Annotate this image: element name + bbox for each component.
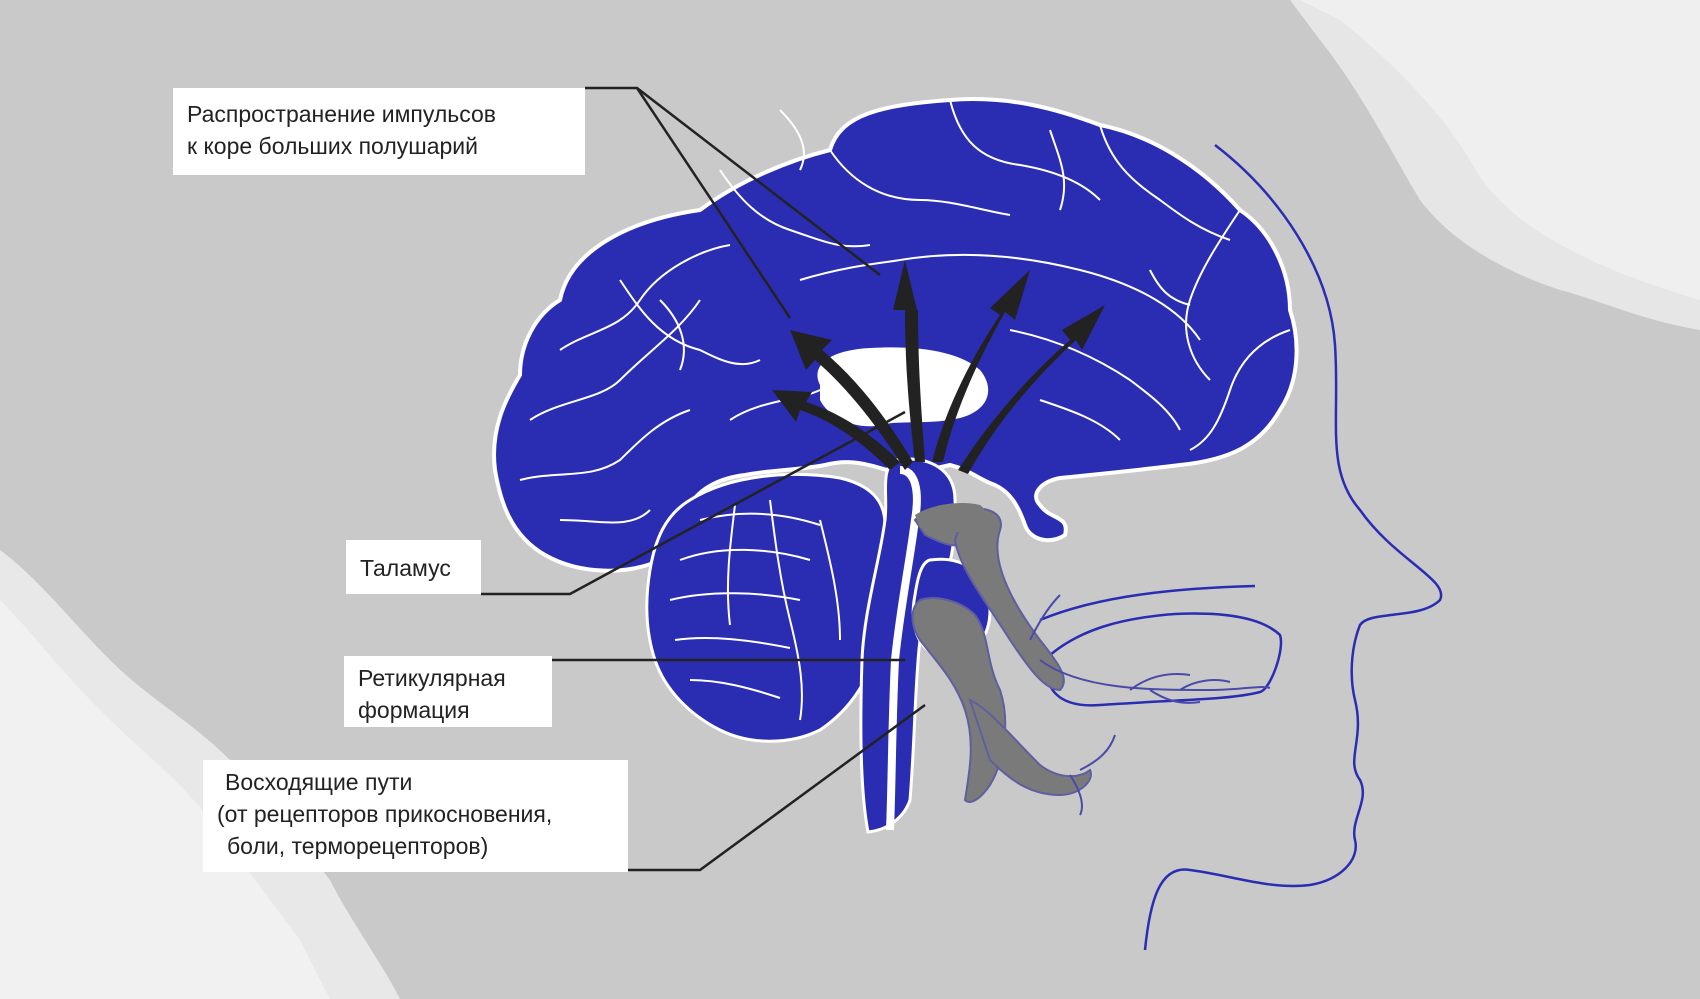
palate-line bbox=[1046, 612, 1283, 707]
cerebellum-folia bbox=[669, 499, 841, 721]
thalamus-shape bbox=[915, 503, 986, 533]
label-ascending-line2: (от рецепторов прикосновения, bbox=[217, 801, 553, 827]
nerve-branches bbox=[1029, 594, 1271, 816]
label-ascending-pathways: Восходящие пути (от рецепторов прикоснов… bbox=[203, 760, 628, 872]
label-cortex-line1: Распространение импульсов bbox=[187, 101, 497, 127]
label-ascending-line1: Восходящие пути bbox=[225, 769, 413, 795]
nasal-line bbox=[1039, 584, 1256, 622]
label-cortex-propagation: Распространение импульсов к коре больших… bbox=[173, 88, 585, 175]
cortex-arrows bbox=[772, 260, 1105, 474]
cerebellum bbox=[645, 473, 890, 743]
cortex-gyri bbox=[519, 99, 1291, 524]
label-thalamus-line1: Таламус bbox=[360, 555, 451, 581]
label-cortex-line2: к коре больших полушарий bbox=[187, 133, 478, 159]
label-ascending-line3: боли, терморецепторов) bbox=[227, 833, 489, 859]
cerebrum bbox=[492, 97, 1299, 573]
central-canal bbox=[886, 466, 921, 831]
label-reticular-line2: формация bbox=[358, 697, 470, 723]
leader-lines bbox=[481, 86, 926, 872]
label-reticular-formation: Ретикулярная формация bbox=[344, 656, 552, 727]
label-thalamus: Таламус bbox=[346, 540, 481, 594]
label-reticular-line1: Ретикулярная bbox=[358, 665, 506, 691]
face-profile-line bbox=[1143, 144, 1443, 951]
